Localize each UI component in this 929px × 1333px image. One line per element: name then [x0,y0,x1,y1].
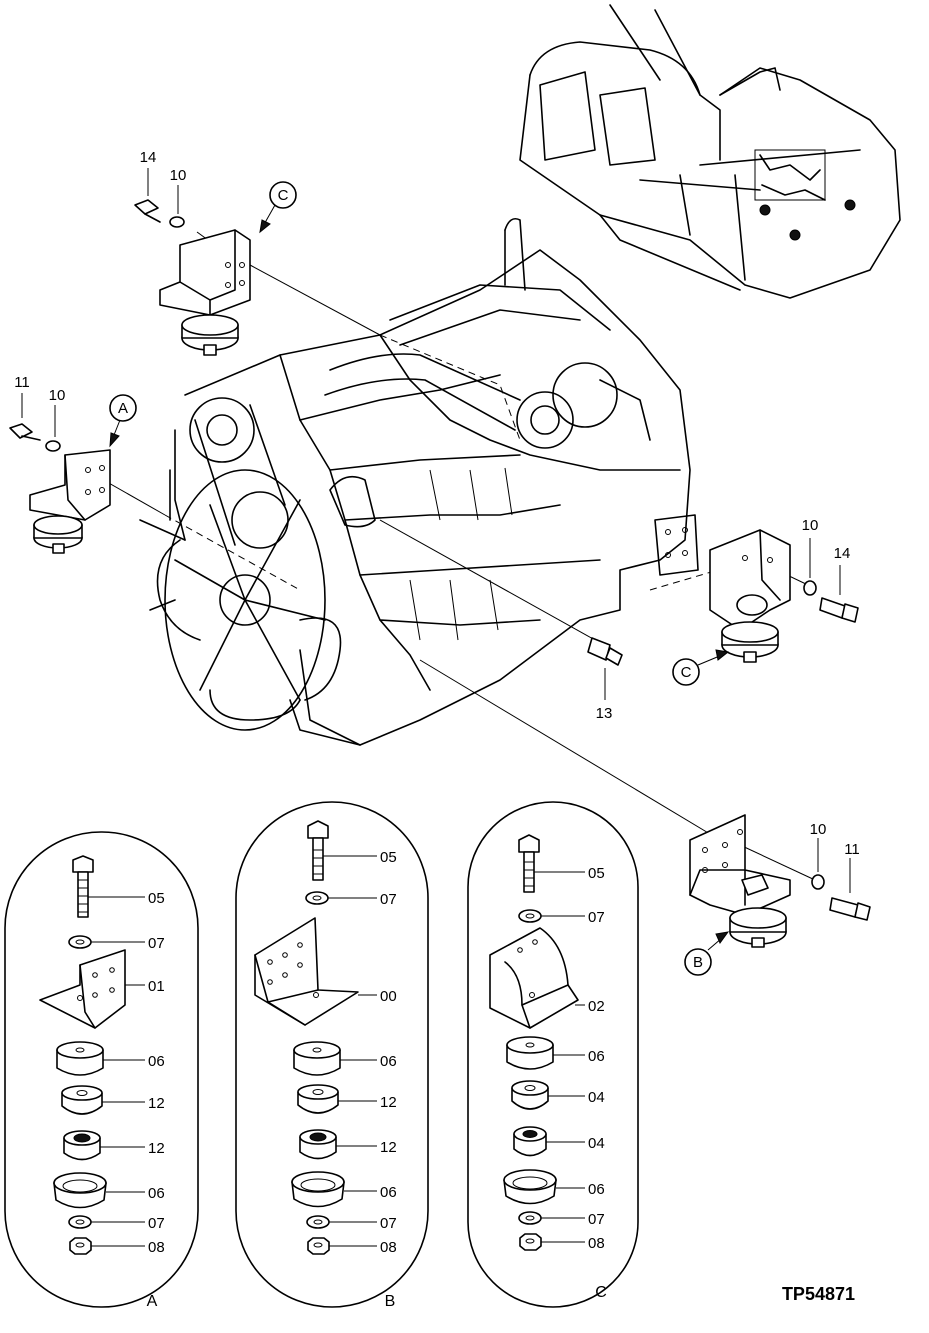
view-a-label-4: 06 [148,1053,165,1070]
view-c-label-7: 06 [588,1181,605,1198]
view-b-label-8: 07 [380,1215,397,1232]
drawing-number: TP54871 [782,1284,855,1304]
view-b-label-6: 12 [380,1139,397,1156]
view-a-label-1: 05 [148,890,165,907]
label-10-left: 10 [49,387,66,404]
view-b-label-3: 00 [380,988,397,1005]
view-b-label-9: 08 [380,1239,397,1256]
bolt-washer-upper-left [134,168,185,228]
engine-part-labels: 14 10 11 10 10 14 13 10 11 [14,149,860,858]
view-c-label-5: 04 [588,1089,605,1106]
engine-assembly [139,217,699,746]
view-b-label-1: 05 [380,849,397,866]
callout-a-letter: A [118,400,128,417]
callout-c-right: C [672,649,730,686]
view-b-label-5: 12 [380,1094,397,1111]
excavator-location-thumbnail [519,4,901,299]
view-c-label-8: 07 [588,1211,605,1228]
bolt-washer-right-lower [811,838,871,921]
exploded-view-a: 05 07 01 06 12 12 06 07 08 A [4,831,199,1310]
view-c-label-2: 07 [588,909,605,926]
callout-c-right-letter: C [681,664,692,681]
exploded-view-b: 05 07 00 06 12 12 06 07 08 B [235,801,429,1310]
view-a-label-5: 12 [148,1095,165,1112]
label-10-lower-right: 10 [810,821,827,838]
view-a-label-9: 08 [148,1239,165,1256]
view-b-label-4: 06 [380,1053,397,1070]
mount-bracket-upper-left [159,229,251,356]
view-c-label-4: 06 [588,1048,605,1065]
view-b-label-7: 06 [380,1184,397,1201]
view-a-label-2: 07 [148,935,165,952]
view-c-label-3: 02 [588,998,605,1015]
view-b-caption: B [385,1293,396,1310]
view-a-label-3: 01 [148,978,165,995]
label-13: 13 [596,705,613,722]
leader-lines [99,231,816,881]
label-10-top: 10 [170,167,187,184]
view-c-caption: C [595,1284,607,1301]
exploded-view-c: 05 07 02 06 04 04 06 07 08 C [467,801,639,1308]
view-c-label-1: 05 [588,865,605,882]
label-10-right: 10 [802,517,819,534]
sensor-part [587,637,623,700]
label-11-left: 11 [14,374,30,391]
callout-b: B [684,931,730,976]
callout-c-upper: C [259,181,297,234]
view-c-label-9: 08 [588,1235,605,1252]
bolt-washer-right-upper [803,538,859,623]
label-14-top: 14 [140,149,157,166]
callout-a: A [109,394,137,448]
view-b-label-2: 07 [380,891,397,908]
label-11-lower-right: 11 [844,841,860,858]
view-a-caption: A [147,1293,158,1310]
mount-bracket-right-upper [709,529,791,663]
bolt-washer-left [9,393,61,452]
callout-b-letter: B [693,954,703,971]
mount-bracket-right-lower [689,814,791,948]
view-a-label-6: 12 [148,1140,165,1157]
mount-bracket-left [29,449,111,554]
label-14-right: 14 [834,545,851,562]
view-c-label-6: 04 [588,1135,605,1152]
view-a-label-8: 07 [148,1215,165,1232]
callout-c-upper-letter: C [278,187,289,204]
view-a-label-7: 06 [148,1185,165,1202]
